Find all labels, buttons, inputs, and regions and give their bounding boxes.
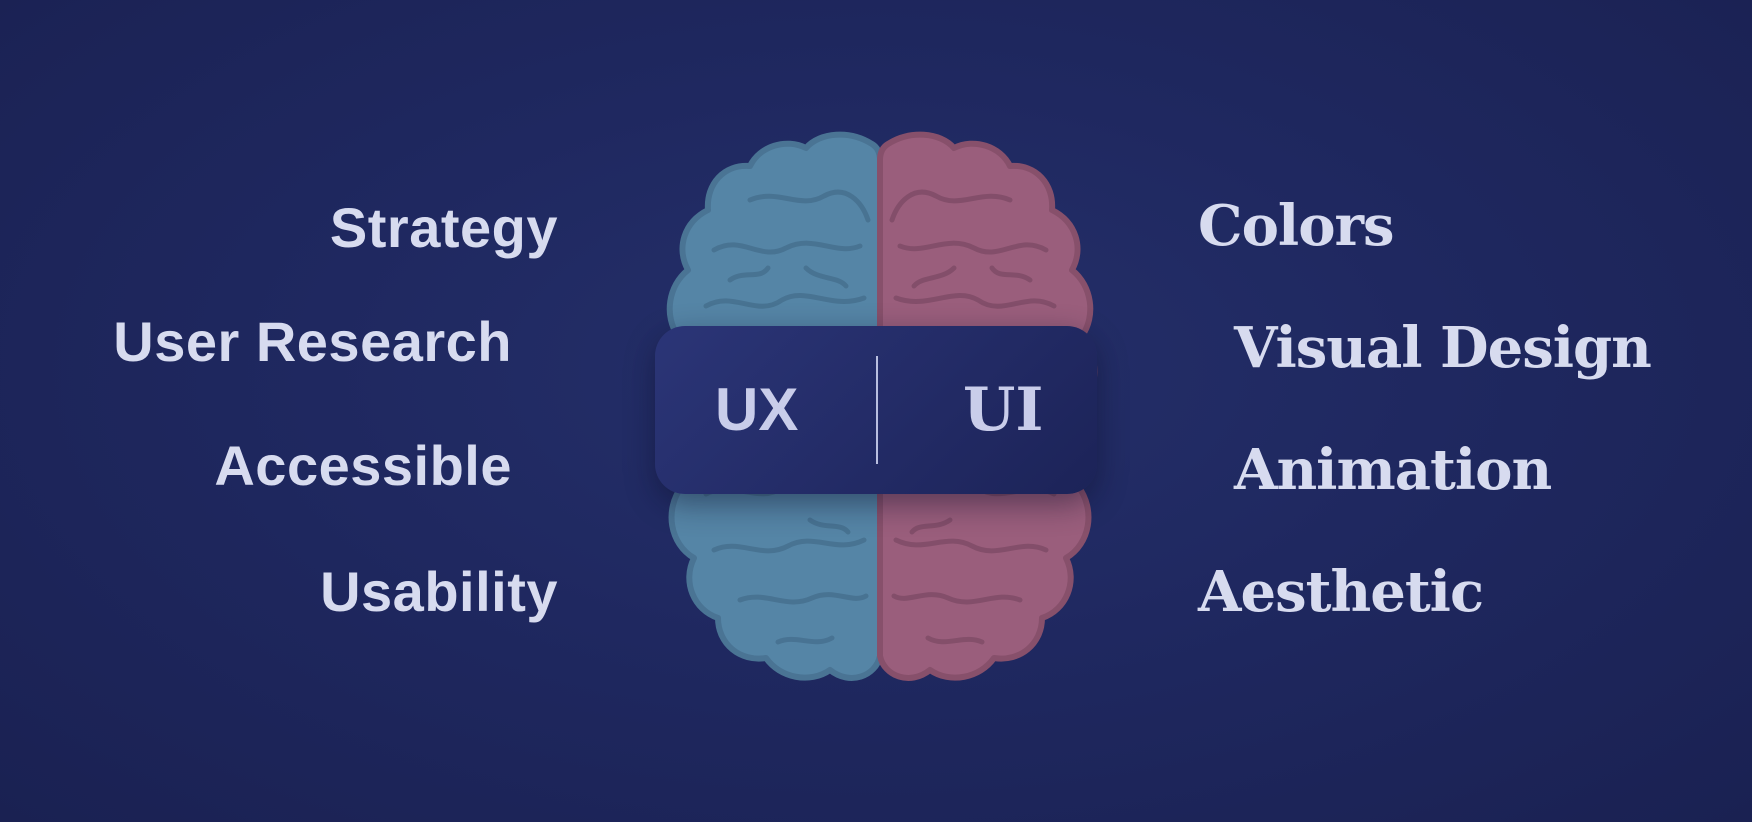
ui-term-aesthetic: Aesthetic bbox=[1198, 559, 1484, 625]
ux-ui-badge: UX UI bbox=[655, 326, 1097, 494]
ux-term-usability: Usability bbox=[320, 560, 558, 623]
ux-term-accessible: Accessible bbox=[214, 434, 512, 497]
badge-ux-label: UX bbox=[715, 376, 799, 443]
ui-term-animation: Animation bbox=[1234, 437, 1552, 503]
ux-term-strategy: Strategy bbox=[329, 196, 558, 259]
ui-term-visual-design: Visual Design bbox=[1234, 315, 1652, 381]
badge-ui-label: UI bbox=[963, 375, 1044, 445]
ux-term-user-research: User Research bbox=[113, 310, 512, 373]
badge-divider bbox=[876, 356, 878, 464]
ui-term-colors: Colors bbox=[1198, 193, 1395, 259]
